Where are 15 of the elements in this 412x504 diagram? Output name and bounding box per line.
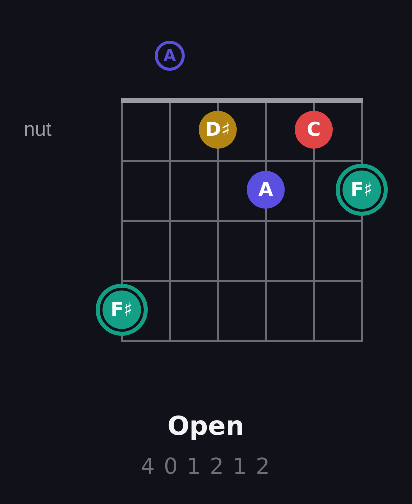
note-name: F♯: [350, 180, 374, 200]
note-name: A: [164, 48, 176, 64]
note-circle: [199, 111, 237, 149]
note-circle: [295, 111, 333, 149]
open-string-marker: [155, 41, 185, 71]
fingering-numbers: 4 0 1 2 1 2: [140, 455, 272, 480]
note-name: C: [307, 120, 321, 140]
note-name: A: [258, 180, 274, 200]
root-note-circle: [96, 284, 148, 336]
note-name: D♯: [206, 120, 230, 140]
note-name: F♯: [110, 300, 134, 320]
root-note-circle: [336, 164, 388, 216]
chord-name: Open: [166, 412, 246, 442]
nut-label: nut: [24, 119, 52, 142]
note-circle: [247, 171, 285, 209]
